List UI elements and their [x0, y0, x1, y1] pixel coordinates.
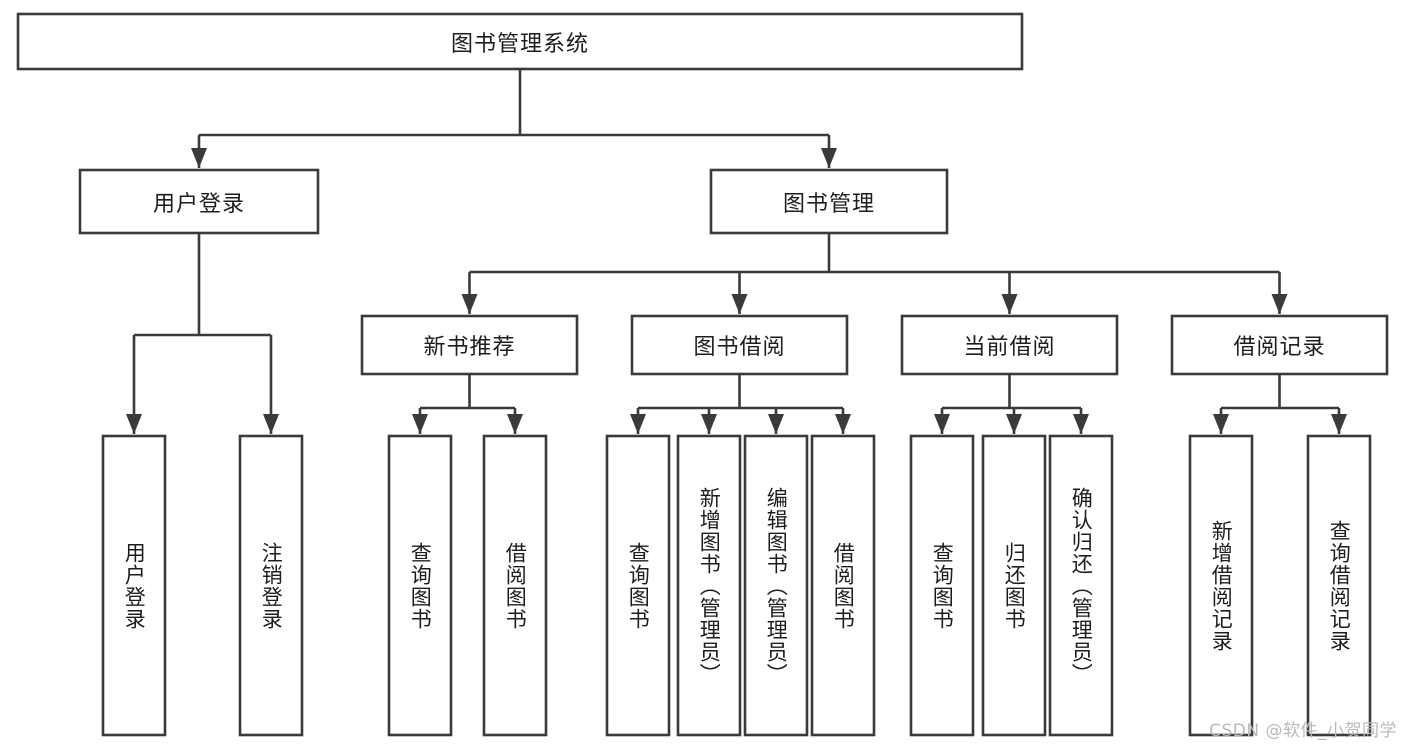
node-box-book-borrow[interactable]: [630, 314, 849, 376]
arrow-head-icon: [412, 414, 428, 434]
node-box-root[interactable]: [16, 12, 1024, 71]
node-box-leaf-add-record[interactable]: [1188, 434, 1254, 737]
node-box-leaf-query-book-2[interactable]: [605, 434, 671, 737]
arrow-head-icon: [1213, 414, 1229, 434]
arrow-head-icon: [507, 414, 523, 434]
node-box-user-login[interactable]: [78, 168, 320, 235]
arrow-head-icon: [1073, 414, 1089, 434]
node-box-leaf-edit-book[interactable]: [743, 434, 809, 737]
node-box-borrow-record[interactable]: [1170, 314, 1389, 376]
arrow-head-icon: [461, 294, 478, 314]
arrow-head-icon: [731, 294, 748, 314]
boxes-layer: [16, 12, 1389, 737]
arrow-head-icon: [630, 414, 646, 434]
node-box-leaf-query-book-3[interactable]: [909, 434, 975, 737]
arrow-head-icon: [126, 414, 142, 434]
node-box-leaf-return-book[interactable]: [981, 434, 1047, 737]
node-box-leaf-user-login[interactable]: [101, 434, 167, 737]
node-box-leaf-query-record[interactable]: [1306, 434, 1372, 737]
arrow-head-icon: [191, 148, 207, 168]
arrow-head-icon: [934, 414, 950, 434]
arrow-head-icon: [1001, 294, 1018, 314]
arrow-head-icon: [768, 414, 784, 434]
arrow-head-icon: [1271, 294, 1288, 314]
arrow-head-icon: [1331, 414, 1347, 434]
arrow-head-icon: [835, 414, 851, 434]
node-box-current-borrow[interactable]: [900, 314, 1119, 376]
connectors-layer: [126, 69, 1347, 434]
node-box-leaf-borrow-book-1[interactable]: [482, 434, 548, 737]
arrow-head-icon: [263, 414, 279, 434]
node-box-leaf-borrow-book-2[interactable]: [810, 434, 876, 737]
arrow-head-icon: [701, 414, 717, 434]
node-box-new-book-rec[interactable]: [360, 314, 579, 376]
node-box-book-manage[interactable]: [709, 168, 949, 235]
node-box-leaf-add-book[interactable]: [676, 434, 742, 737]
arrow-head-icon: [1006, 414, 1022, 434]
node-box-leaf-logout[interactable]: [238, 434, 304, 737]
arrow-head-icon: [821, 148, 837, 168]
node-box-leaf-query-book-1[interactable]: [387, 434, 453, 737]
node-box-leaf-confirm-return[interactable]: [1048, 434, 1114, 737]
watermark-text: CSDN @软件_小贺同学: [1209, 721, 1397, 741]
